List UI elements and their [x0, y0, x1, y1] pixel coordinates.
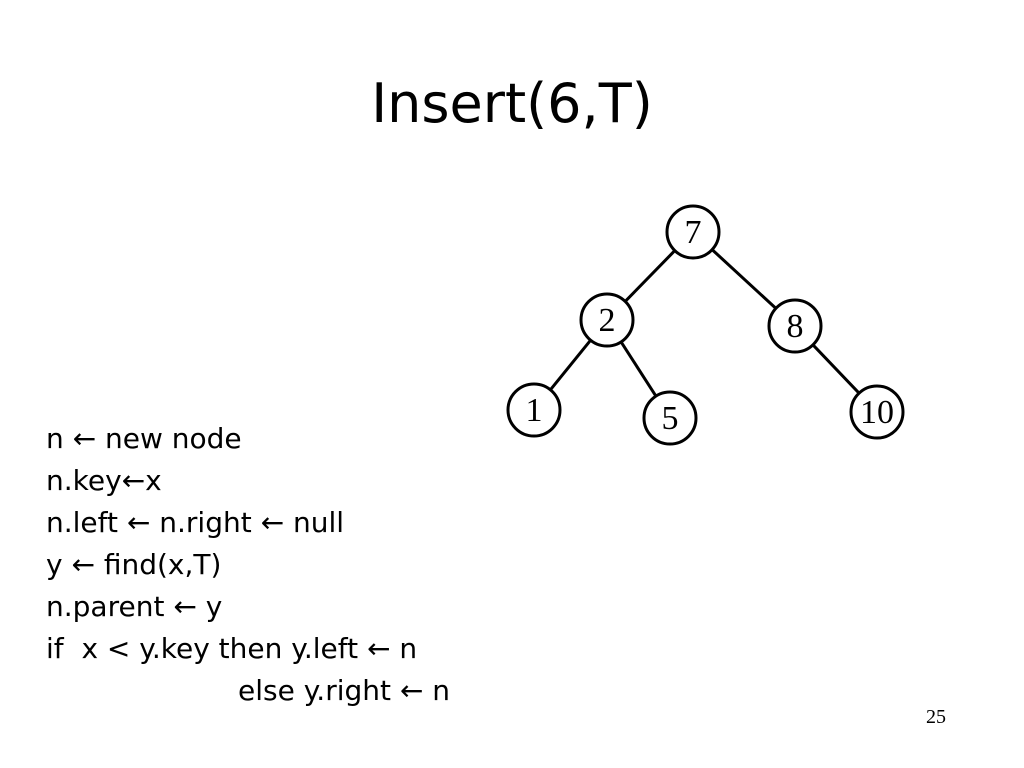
- tree-nodes: 7 2 8 1 5 10: [506, 204, 905, 446]
- code-line-set-parent: n.parent ← y: [46, 590, 223, 623]
- tree-node-label: 1: [526, 392, 543, 429]
- tree-node-label: 7: [685, 214, 702, 251]
- code-line-set-key: n.key←x: [46, 464, 162, 497]
- tree-node-label: 2: [599, 302, 616, 339]
- tree-node-label: 8: [787, 308, 804, 345]
- tree-node-2: 2: [579, 292, 635, 348]
- code-line-if-left: if x < y.key then y.left ← n: [46, 632, 418, 665]
- tree-edge-n7-n2: [624, 249, 676, 303]
- tree-node-circle: [767, 298, 823, 354]
- tree-edge-n7-n8: [711, 248, 777, 310]
- tree-node-7: 7: [665, 204, 721, 260]
- tree-node-circle: [849, 384, 905, 440]
- code-line-else-right: else y.right ← n: [238, 674, 450, 707]
- code-line-new-node: n ← new node: [46, 422, 242, 455]
- tree-edge-n2-n5: [619, 341, 658, 397]
- tree-edges: [549, 248, 861, 397]
- tree-node-label: 5: [662, 400, 679, 437]
- tree-node-10: 10: [849, 384, 905, 440]
- tree-edge-n8-n10: [811, 343, 861, 395]
- tree-edge-n2-n1: [549, 339, 592, 391]
- tree-node-circle: [665, 204, 721, 260]
- tree-node-circle: [579, 292, 635, 348]
- tree-node-circle: [506, 382, 562, 438]
- pseudocode-block: n ← new node n.key←x n.left ← n.right ← …: [46, 418, 450, 712]
- tree-node-5: 5: [642, 390, 698, 446]
- page-number: 25: [926, 706, 946, 728]
- code-line-find: y ← find(x,T): [46, 548, 222, 581]
- tree-node-label: 10: [860, 394, 894, 431]
- tree-node-circle: [642, 390, 698, 446]
- tree-node-1: 1: [506, 382, 562, 438]
- slide-title: Insert(6,T): [371, 72, 653, 135]
- code-line-set-children: n.left ← n.right ← null: [46, 506, 345, 539]
- tree-node-8: 8: [767, 298, 823, 354]
